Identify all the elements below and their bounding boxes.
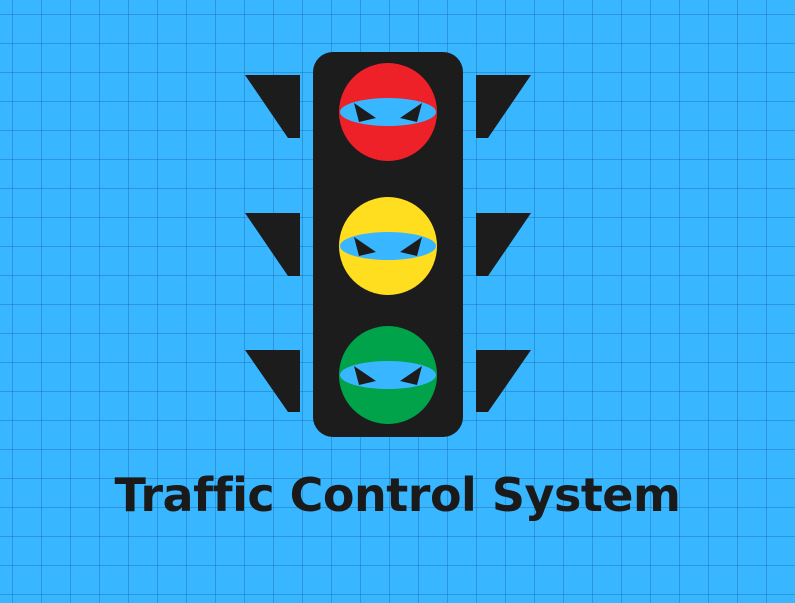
right-visors	[476, 75, 531, 412]
red-light-right-eye-icon	[400, 103, 422, 122]
red-light	[339, 63, 437, 161]
yellow-light-mask	[340, 232, 436, 260]
left-visor-top	[245, 75, 300, 138]
green-light-left-eye-icon	[354, 366, 376, 385]
yellow-light-right-eye-icon	[400, 237, 422, 256]
page-title: Traffic Control System	[114, 468, 681, 522]
left-visor-bottom	[245, 350, 300, 412]
left-visors	[245, 75, 300, 412]
right-visor-middle	[476, 213, 531, 276]
yellow-light-left-eye-icon	[354, 237, 376, 256]
right-visor-top	[476, 75, 531, 138]
right-visor-bottom	[476, 350, 531, 412]
left-visor-middle	[245, 213, 300, 276]
red-light-left-eye-icon	[354, 103, 376, 122]
yellow-light	[339, 197, 437, 295]
traffic-light-icon	[245, 52, 531, 437]
green-light-right-eye-icon	[400, 366, 422, 385]
green-light	[339, 326, 437, 424]
red-light-mask	[340, 98, 436, 126]
green-light-mask	[340, 361, 436, 389]
